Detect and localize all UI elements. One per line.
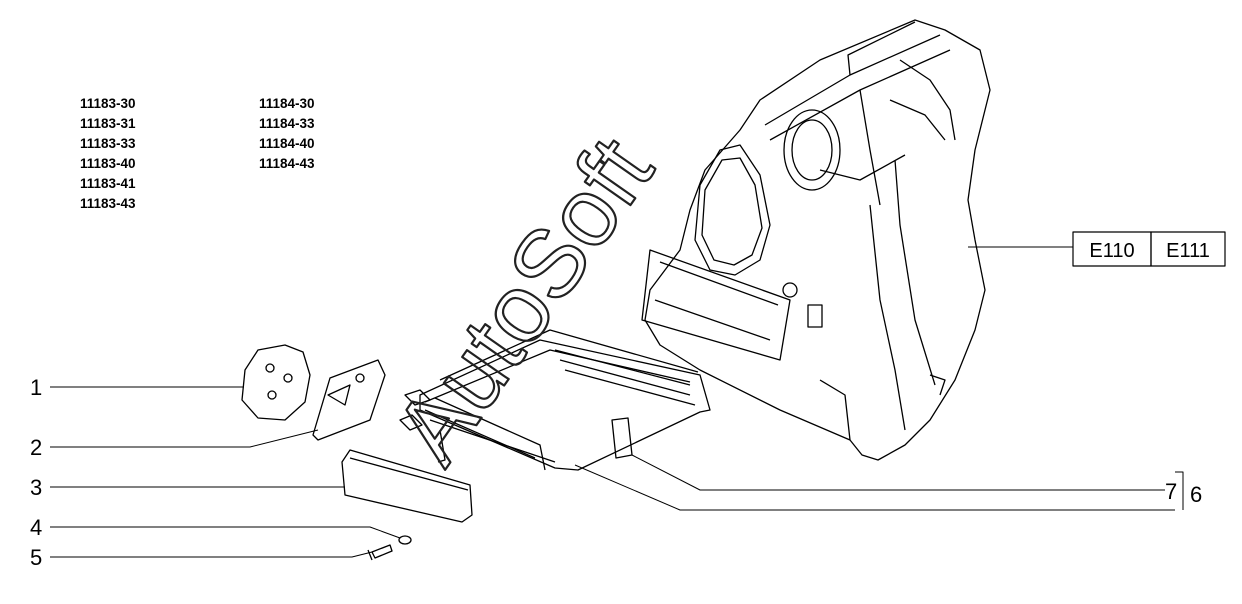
applicability-code: 11183-31 [80, 116, 136, 131]
callout-7: 7 [1165, 479, 1177, 504]
callout-3: 3 [30, 475, 42, 500]
heater-radiator-core [399, 329, 711, 471]
applicability-code: 11183-40 [80, 156, 136, 171]
applicability-code: 11184-30 [259, 96, 315, 111]
applicability-codes-column-1: 11183-30 11183-31 11183-33 11183-40 1118… [80, 94, 136, 214]
applicability-code: 11183-33 [80, 136, 136, 151]
callout-4: 4 [30, 515, 42, 540]
applicability-code: 11184-43 [259, 156, 315, 171]
callout-5: 5 [30, 545, 42, 570]
applicability-code: 11183-30 [80, 96, 136, 111]
applicability-code: 11183-43 [80, 196, 136, 211]
part-3-cover [341, 449, 473, 523]
heater-housing [641, 19, 991, 461]
part-4-washer [398, 535, 412, 545]
part-5-screw [367, 544, 393, 561]
callout-1: 1 [30, 375, 42, 400]
applicability-code: 11184-33 [259, 116, 315, 131]
applicability-codes-column-2: 11184-30 11184-33 11184-40 11184-43 [259, 94, 315, 174]
applicability-code: 11184-40 [259, 136, 315, 151]
callout-2: 2 [30, 435, 42, 460]
reference-e111: E111 [1166, 240, 1210, 262]
part-2-bracket [312, 359, 386, 441]
callout-6: 6 [1190, 482, 1202, 507]
leader-lines [50, 246, 1184, 558]
part-1-seal [241, 344, 311, 421]
reference-box-e111 [1150, 231, 1226, 267]
reference-e110: E110 [1089, 240, 1134, 262]
applicability-code: 11183-41 [80, 176, 136, 191]
